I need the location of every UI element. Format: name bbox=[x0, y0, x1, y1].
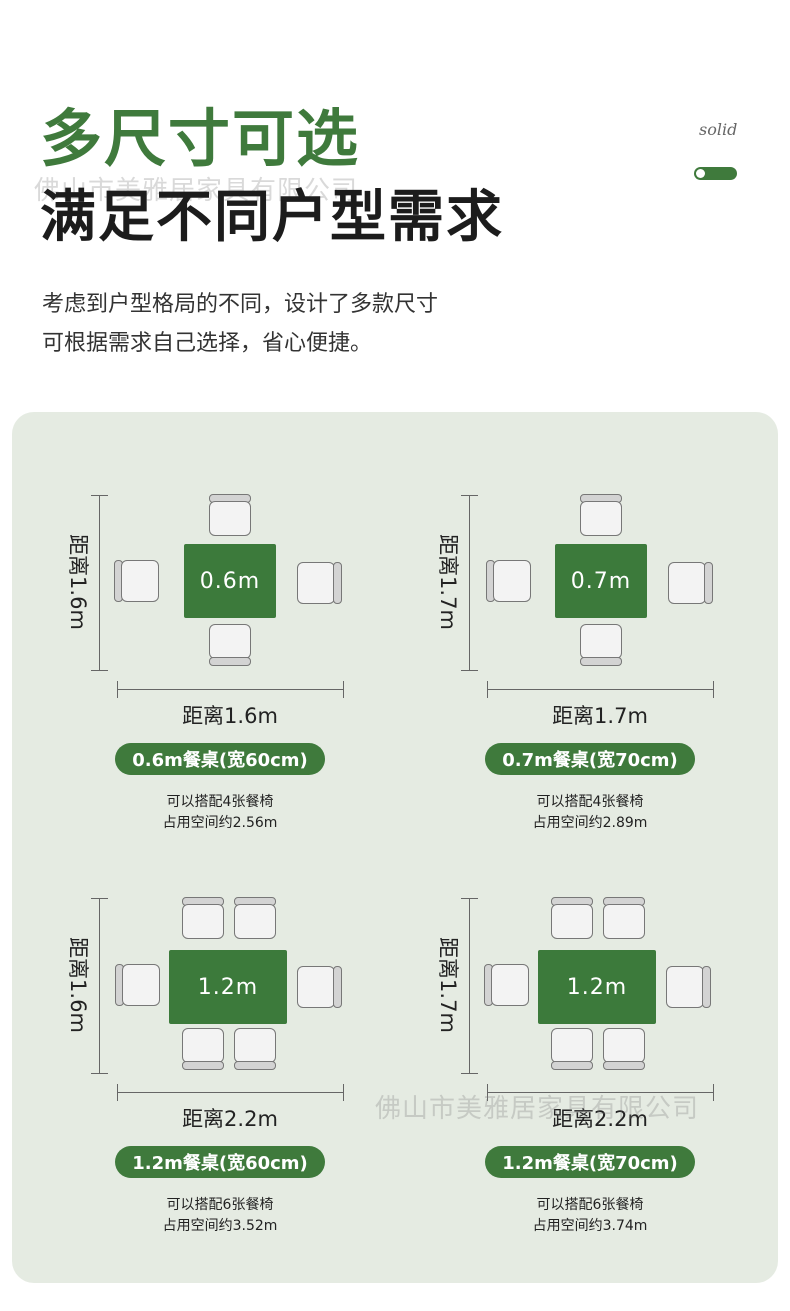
watermark: 佛山市美雅居家具有限公司 bbox=[375, 1094, 700, 1124]
dimension-tick bbox=[487, 1084, 488, 1101]
dimension-tick bbox=[343, 681, 344, 698]
table-size-badge: 1.2m餐桌(宽70cm) bbox=[485, 1146, 695, 1178]
chair-icon bbox=[486, 560, 532, 602]
dimension-tick bbox=[91, 898, 108, 899]
dimension-tick bbox=[91, 1073, 108, 1074]
chair-icon bbox=[297, 562, 343, 604]
horizontal-distance-label: 距离1.7m bbox=[552, 704, 648, 728]
table-icon: 0.6m bbox=[184, 544, 276, 618]
vertical-dimension-line bbox=[99, 495, 100, 670]
chair-icon bbox=[580, 494, 622, 536]
chair-icon bbox=[209, 494, 251, 536]
dimension-tick bbox=[343, 1084, 344, 1101]
space-note: 占用空间约2.89m bbox=[532, 815, 648, 831]
chair-icon bbox=[209, 624, 251, 666]
chair-icon bbox=[603, 897, 645, 939]
chair-icon bbox=[234, 897, 276, 939]
dimension-tick bbox=[461, 1073, 478, 1074]
dimension-tick bbox=[117, 681, 118, 698]
chair-icon bbox=[484, 964, 530, 1006]
title-line-2: 满足不同户型需求 bbox=[40, 185, 504, 250]
vertical-distance-label: 距离1.6m bbox=[66, 937, 90, 1033]
chair-icon bbox=[551, 1028, 593, 1070]
toggle-knob bbox=[696, 169, 705, 178]
vertical-dimension-line bbox=[469, 495, 470, 670]
description-line-2: 可根据需求自己选择，省心便捷。 bbox=[42, 331, 373, 356]
description: 考虑到户型格局的不同，设计了多款尺寸 可根据需求自己选择，省心便捷。 bbox=[42, 285, 438, 363]
table-icon: 1.2m bbox=[169, 950, 287, 1024]
space-note: 占用空间约3.52m bbox=[162, 1218, 278, 1234]
dimension-tick bbox=[91, 670, 108, 671]
layout-card: 距离1.6m 1.2m 距离2.2m 1.2m餐桌(宽60cm) 可以搭配6张餐… bbox=[55, 893, 385, 1293]
chair-icon bbox=[182, 1028, 224, 1070]
vertical-dimension-line bbox=[99, 898, 100, 1073]
chair-icon bbox=[580, 624, 622, 666]
chair-icon bbox=[666, 966, 712, 1008]
horizontal-dimension-line bbox=[117, 689, 343, 690]
vertical-distance-label: 距离1.7m bbox=[436, 937, 460, 1033]
brand-logo: solid bbox=[699, 120, 738, 139]
chair-count-note: 可以搭配4张餐椅 bbox=[166, 794, 274, 810]
chair-icon bbox=[234, 1028, 276, 1070]
dimension-tick bbox=[713, 681, 714, 698]
horizontal-dimension-line bbox=[117, 1092, 343, 1093]
toggle-icon bbox=[694, 167, 737, 180]
layout-card: 距离1.7m 1.2m 距离2.2m 1.2m餐桌(宽70cm) 可以搭配6张餐… bbox=[425, 893, 755, 1293]
dimension-tick bbox=[91, 495, 108, 496]
vertical-distance-label: 距离1.6m bbox=[66, 534, 90, 630]
vertical-distance-label: 距离1.7m bbox=[436, 534, 460, 630]
chair-count-note: 可以搭配6张餐椅 bbox=[536, 1197, 644, 1213]
space-note: 占用空间约3.74m bbox=[532, 1218, 648, 1234]
dimension-tick bbox=[713, 1084, 714, 1101]
chair-count-note: 可以搭配6张餐椅 bbox=[166, 1197, 274, 1213]
vertical-dimension-line bbox=[469, 898, 470, 1073]
chair-icon bbox=[603, 1028, 645, 1070]
chair-icon bbox=[114, 560, 160, 602]
table-size-badge: 1.2m餐桌(宽60cm) bbox=[115, 1146, 325, 1178]
description-line-1: 考虑到户型格局的不同，设计了多款尺寸 bbox=[42, 292, 439, 317]
chair-icon bbox=[182, 897, 224, 939]
chair-icon bbox=[668, 562, 714, 604]
table-icon: 0.7m bbox=[555, 544, 647, 618]
dimension-tick bbox=[461, 670, 478, 671]
chair-icon bbox=[115, 964, 161, 1006]
horizontal-dimension-line bbox=[487, 689, 713, 690]
dimension-tick bbox=[461, 898, 478, 899]
chair-icon bbox=[551, 897, 593, 939]
horizontal-distance-label: 距离2.2m bbox=[552, 1107, 648, 1131]
chair-count-note: 可以搭配4张餐椅 bbox=[536, 794, 644, 810]
horizontal-distance-label: 距离2.2m bbox=[182, 1107, 278, 1131]
chair-icon bbox=[297, 966, 343, 1008]
title-line-1: 多尺寸可选 bbox=[40, 102, 361, 175]
size-options-panel bbox=[12, 412, 778, 1283]
horizontal-dimension-line bbox=[487, 1092, 713, 1093]
dimension-tick bbox=[461, 495, 478, 496]
horizontal-distance-label: 距离1.6m bbox=[182, 704, 278, 728]
table-size-badge: 0.7m餐桌(宽70cm) bbox=[485, 743, 695, 775]
table-size-badge: 0.6m餐桌(宽60cm) bbox=[115, 743, 325, 775]
table-icon: 1.2m bbox=[538, 950, 656, 1024]
dimension-tick bbox=[487, 681, 488, 698]
layout-card: 距离1.7m 0.7m 距离1.7m 0.7m餐桌(宽70cm) 可以搭配4张餐… bbox=[425, 490, 755, 890]
dimension-tick bbox=[117, 1084, 118, 1101]
watermark: 佛山市美雅居家具有限公司 bbox=[34, 176, 359, 206]
layout-card: 距离1.6m 0.6m 距离1.6m 0.6m餐桌(宽60cm) 可以搭配4张餐… bbox=[55, 490, 385, 890]
space-note: 占用空间约2.56m bbox=[162, 815, 278, 831]
